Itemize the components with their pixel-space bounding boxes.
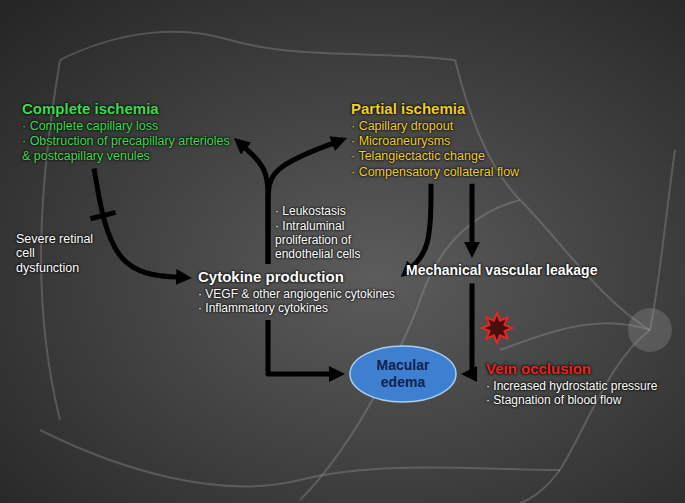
annotation-label: · Intraluminal proliferation of endothel… [275, 220, 405, 261]
annotation-label: · Leukostasis [275, 205, 405, 219]
ischemia-block: Partial ischemia· Capillary dropout· Mic… [351, 100, 566, 180]
node-heading: Vein occlusion [486, 360, 679, 379]
retinal-vessel [455, 60, 650, 330]
node-heading: Mechanical vascular leakage [406, 262, 597, 280]
decoration-group [90, 212, 115, 218]
ellipse-shape [350, 346, 456, 402]
node-heading: Cytokine production [198, 268, 395, 287]
retinal-vessel [650, 150, 675, 330]
occlusion-burst [482, 313, 512, 343]
flow-arrow [241, 145, 268, 264]
flow-arrow [94, 169, 182, 278]
flow-arrow [408, 184, 431, 271]
bullet-item: · Telangiectactic change [351, 149, 566, 164]
optic-disc [628, 308, 672, 352]
block-bar [90, 212, 115, 218]
bullet-item: · VEGF & other angiogenic cytokines [198, 287, 395, 302]
node-heading: Complete ischemia [22, 100, 230, 119]
retinal-vessel [520, 330, 650, 503]
bullet-item: · Inflammatory cytokines [198, 301, 395, 316]
bullet-item: · Obstruction of precapillary arterioles… [22, 134, 230, 165]
ischemia-block: Complete ischemia· Complete capillary lo… [22, 100, 230, 165]
bullet-item: · Capillary dropout [351, 119, 566, 134]
bullet-item: · Stagnation of blood flow [486, 393, 679, 408]
bullet-item: · Increased hydrostatic pressure [486, 379, 679, 394]
flow-arrow [268, 320, 335, 374]
cause-block: Vein occlusion· Increased hydrostatic pr… [486, 360, 679, 408]
edge-label: Severe retinal cell dysfunction [16, 232, 100, 275]
node-heading: Partial ischemia [351, 100, 566, 119]
outcome-ellipse: Macular edema [349, 345, 457, 403]
retinal-vessel [60, 32, 455, 60]
retinal-vessel [500, 323, 650, 350]
bullet-item: · Microaneurysms [351, 134, 566, 149]
process-block: Mechanical vascular leakage [406, 262, 597, 280]
node-heading: Macular edema [363, 357, 443, 392]
flow-arrow [471, 284, 472, 375]
process-block: Cytokine production· VEGF & other angiog… [198, 268, 395, 316]
flow-arrow [470, 184, 475, 248]
bullet-item: · Compensatory collateral flow [351, 165, 566, 180]
retinal-vessel [40, 430, 560, 486]
bullet-item: · Complete capillary loss [22, 119, 230, 134]
